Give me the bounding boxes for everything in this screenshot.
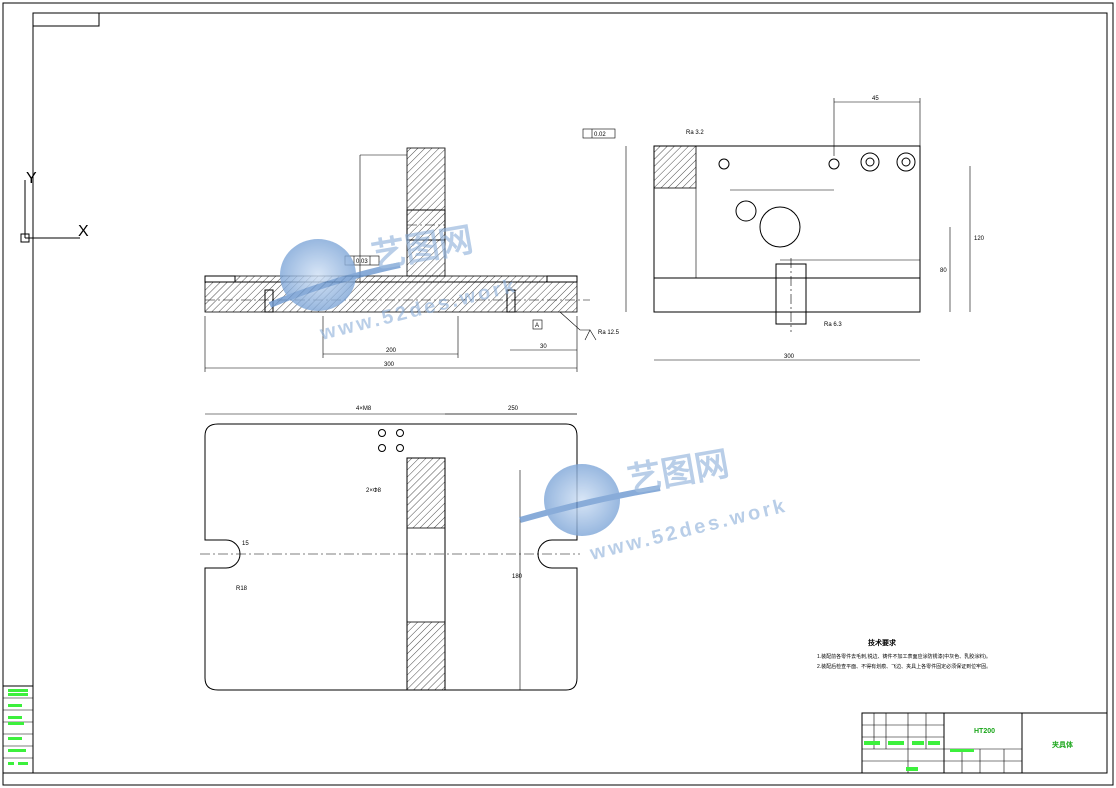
corner-code-box (32, 12, 100, 27)
tech-req-title: 技术要求 (868, 638, 897, 647)
tol-value-front: 0.03 (356, 259, 368, 265)
dim-front-span: 200 (386, 348, 397, 354)
surface-finish-side: Ra 3.2 (686, 130, 704, 136)
dim-plan-radius: R18 (236, 586, 248, 592)
tech-req-line2: 2.装配后检查平面、不得有划痕、飞边、夹具上各零件固定必须保证到位牢固。 (817, 663, 991, 670)
dim-front-total: 300 (384, 362, 395, 368)
tech-req-line1: 1.装配前各零件去毛刺,锐边、铸件不加工表面应涂防锈漆(中灰色、乳胶涂料)。 (817, 653, 991, 660)
dim-plan-radius2: 15 (242, 541, 249, 547)
front-view: 300 200 30 0.03 Ra 12.5 A (204, 147, 620, 372)
watermark-2: 艺图网 www.52des.work (519, 445, 790, 565)
plan-outline (204, 423, 578, 691)
side-view: 45 300 120 80 0.02 Ra 3.2 Ra 6.3 (582, 96, 985, 361)
inner-border (32, 12, 1108, 774)
title-drawing-name: 夹具体 (1052, 740, 1074, 749)
title-block: HT200 夹具体 (861, 712, 1108, 774)
dim-plan-top: 250 (508, 406, 519, 412)
watermark-brand-2: 艺图网 (625, 445, 732, 500)
main-bore (759, 206, 801, 248)
dim-side-top: 45 (872, 96, 879, 102)
tolerance-frame-side (582, 128, 616, 139)
dim-right-depth: 30 (540, 344, 547, 350)
title-material: HT200 (974, 728, 995, 735)
revision-block (2, 685, 34, 774)
dim-side-height: 120 (974, 236, 985, 242)
surface-finish-front: Ra 12.5 (598, 330, 620, 336)
dim-side-lower: 80 (940, 268, 947, 274)
tol-value-side: 0.02 (594, 132, 606, 138)
axis-y-label: Y (26, 170, 37, 187)
ucs-icon: Y X (20, 170, 89, 243)
side-body (653, 145, 921, 313)
axis-x-label: X (78, 223, 89, 240)
technical-requirements: 技术要求 1.装配前各零件去毛刺,锐边、铸件不加工表面应涂防锈漆(中灰色、乳胶涂… (817, 638, 991, 670)
datum-a-box (532, 319, 543, 330)
plan-view: 250 180 R18 15 4×M8 2×Φ8 (200, 406, 580, 691)
dim-side-width: 300 (784, 354, 795, 360)
dim-plan-height: 180 (512, 574, 523, 580)
hole-callout-2: 2×Φ8 (366, 488, 382, 494)
surface-finish-side-bottom: Ra 6.3 (824, 322, 842, 328)
hole-callout: 4×M8 (356, 406, 372, 412)
datum-a-label: A (535, 323, 539, 329)
